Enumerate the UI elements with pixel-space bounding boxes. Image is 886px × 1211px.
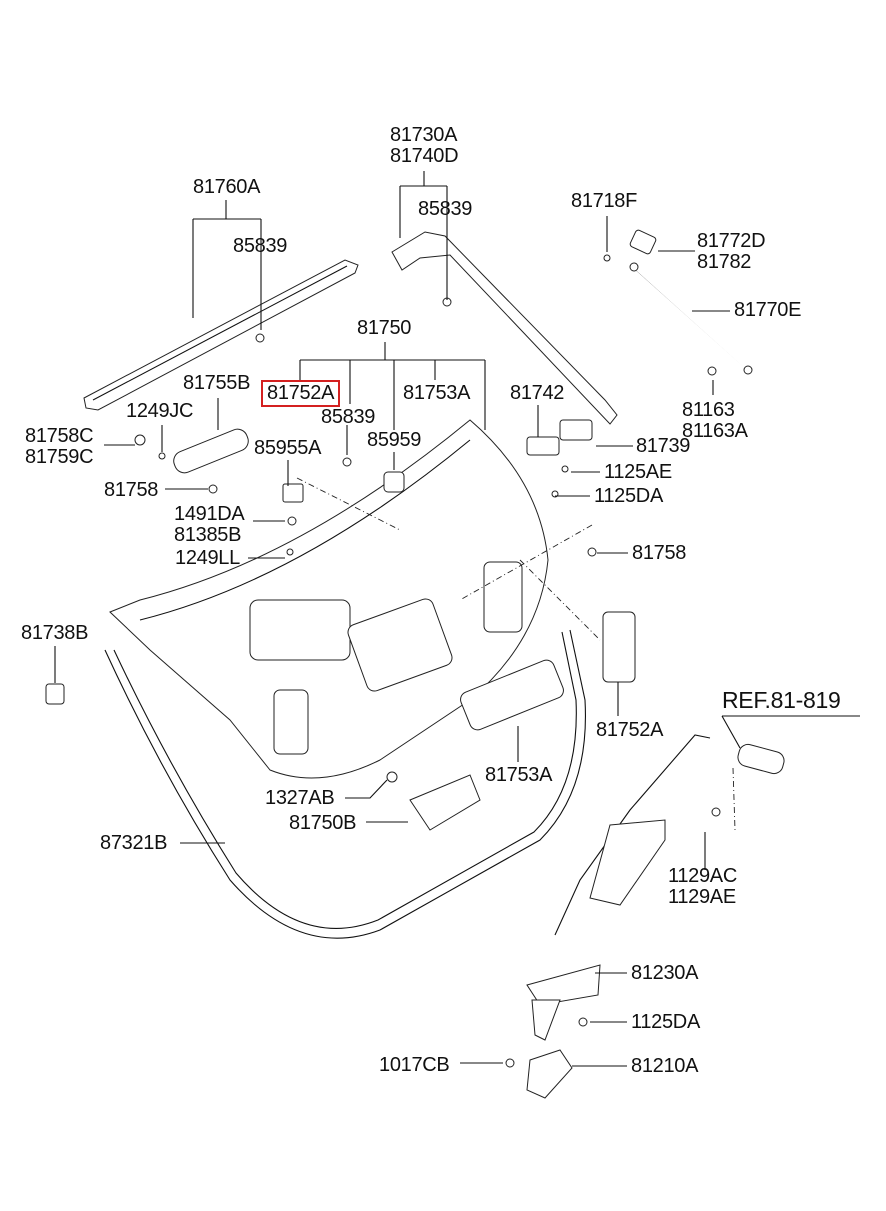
part-number: 81163	[682, 399, 735, 421]
part-81738b-bumper[interactable]	[45, 683, 65, 705]
label-81770e[interactable]: 81770E	[734, 300, 801, 321]
part-number: 81758C	[25, 425, 94, 447]
part-87321b-weatherstrip[interactable]	[104, 629, 586, 939]
part-number: 85839	[233, 235, 288, 257]
part-number: 1125DA	[631, 1011, 700, 1033]
label-1017cb[interactable]: 1017CB	[379, 1054, 450, 1076]
part-number: 1129AC	[668, 865, 737, 887]
part-number: 81739	[636, 435, 691, 457]
label-81750[interactable]: 81750	[357, 318, 411, 339]
label-85839-top-mid[interactable]: 85839	[418, 199, 472, 220]
part-number: 87321B	[100, 832, 168, 854]
label-81739[interactable]: 81739	[636, 436, 690, 457]
label-85955a[interactable]: 85955A	[254, 438, 321, 459]
part-81230a-latch[interactable]	[526, 734, 711, 1041]
part-number: 1129AE	[668, 886, 736, 908]
part-81772d-bracket[interactable]	[629, 229, 657, 255]
part-number: 81740D	[390, 145, 459, 167]
part-number: 81163A	[682, 420, 748, 442]
part-81752a-vent[interactable]	[602, 611, 636, 683]
part-number: 1249LL	[175, 547, 240, 569]
part-number: 81752A	[267, 382, 335, 404]
label-81752a-bottom[interactable]: 81752A	[596, 720, 663, 741]
label-81753a-bottom[interactable]: 81753A	[485, 765, 552, 786]
part-lock-cylinder[interactable]	[736, 742, 786, 775]
part-81730a-side-trim[interactable]	[391, 231, 618, 425]
label-87321b[interactable]: 87321B	[100, 833, 167, 854]
part-number: 1017CB	[379, 1054, 450, 1076]
label-85959[interactable]: 85959	[367, 430, 421, 451]
part-number: 81759C	[25, 446, 94, 468]
part-81752a-vent-left[interactable]	[273, 689, 309, 755]
part-number: 85959	[367, 429, 422, 451]
part-81210a-striker[interactable]	[526, 1049, 573, 1099]
label-ref-81-819[interactable]: REF.81-819	[722, 687, 841, 713]
part-number: 81772D	[697, 230, 766, 252]
part-number: 81758	[104, 479, 159, 501]
part-number: 81758	[632, 542, 687, 564]
part-number: 85955A	[254, 437, 322, 459]
part-number: 1491DA	[174, 503, 245, 525]
label-1327ab[interactable]: 1327AB	[265, 787, 335, 809]
part-81750-tailgate-panel[interactable]	[109, 419, 549, 779]
part-number: 1125DA	[594, 485, 663, 507]
part-number: 81210A	[631, 1055, 699, 1077]
part-81760a-trim-strip[interactable]	[83, 259, 359, 411]
label-81760a[interactable]: 81760A	[193, 177, 260, 198]
label-81753a-top[interactable]: 81753A	[403, 383, 470, 404]
fasteners	[134, 254, 721, 1068]
label-81230a[interactable]: 81230A	[631, 963, 698, 984]
part-81770e-gas-strut[interactable]	[629, 262, 753, 375]
label-1249ll[interactable]: 1249LL	[175, 548, 240, 569]
part-number: 81750	[357, 317, 412, 339]
label-81738b[interactable]: 81738B	[21, 623, 88, 644]
part-number: 85839	[418, 198, 473, 220]
part-number: 81742	[510, 382, 565, 404]
label-1125da-top[interactable]: 1125DA	[594, 486, 663, 507]
label-1125da-bottom[interactable]: 1125DA	[631, 1012, 700, 1033]
part-81753a-vent[interactable]	[458, 658, 566, 733]
part-number: 81750B	[289, 812, 357, 834]
label-81758-left[interactable]: 81758	[104, 480, 158, 501]
part-number: 81752A	[596, 719, 664, 741]
label-81758-right[interactable]: 81758	[632, 543, 686, 564]
part-number: 81770E	[734, 299, 802, 321]
label-81210a[interactable]: 81210A	[631, 1056, 698, 1077]
part-number: 81738B	[21, 622, 89, 644]
label-81752a-highlighted[interactable]: 81752A	[260, 380, 341, 407]
part-number: 81718F	[571, 190, 638, 212]
label-81755b[interactable]: 81755B	[183, 373, 250, 394]
part-number: 81782	[697, 251, 752, 273]
label-1249jc[interactable]: 1249JC	[126, 401, 193, 422]
part-number: 81730A	[390, 124, 458, 146]
part-81755b-grip[interactable]	[171, 426, 252, 476]
part-number: 81760A	[193, 176, 261, 198]
label-81718f[interactable]: 81718F	[571, 191, 637, 212]
part-number: 81753A	[485, 764, 553, 786]
part-81752a-vent-inset[interactable]	[483, 561, 523, 633]
label-81742[interactable]: 81742	[510, 383, 564, 404]
part-number: 81753A	[403, 382, 471, 404]
label-1125ae[interactable]: 1125AE	[604, 462, 672, 483]
leader-lines	[54, 171, 860, 1067]
label-85839-mid[interactable]: 85839	[321, 407, 375, 428]
part-number: 1327AB	[265, 787, 335, 809]
part-number: 1249JC	[126, 400, 194, 422]
part-number: 85839	[321, 406, 376, 428]
part-number: 1125AE	[604, 461, 672, 483]
part-81750b-handle[interactable]	[409, 774, 481, 831]
part-number: 81385B	[174, 524, 242, 546]
label-81750b[interactable]: 81750B	[289, 813, 356, 834]
part-number: 81755B	[183, 372, 251, 394]
label-85839-top-left[interactable]: 85839	[233, 236, 287, 257]
part-number: 81230A	[631, 962, 699, 984]
